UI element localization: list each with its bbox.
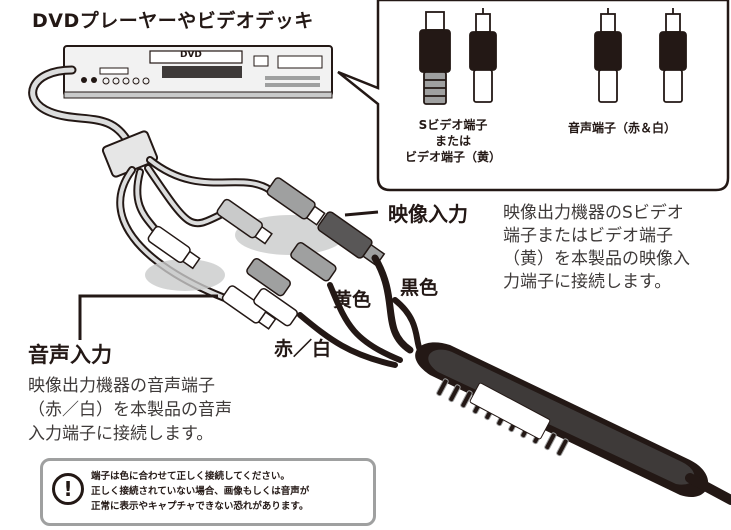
yellow-cable-tag: 黄色 bbox=[333, 289, 372, 311]
audio-desc-line: 映像出力機器の音声端子 bbox=[28, 376, 215, 396]
red-white-cable-tag: 赤／白 bbox=[274, 338, 332, 360]
warning-box: ! 端子は色に合わせて正しく接続してください。 正しく接続されていない場合、画像… bbox=[40, 458, 376, 526]
warning-line: 正常に表示やキャプチャできない恐れがあります。 bbox=[91, 501, 309, 512]
video-desc-line: 端子またはビデオ端子 bbox=[503, 226, 673, 246]
video-desc-line: （黄）を本製品の映像入 bbox=[503, 249, 690, 269]
svideo-label-line: または bbox=[434, 134, 471, 148]
capture-device-illustration bbox=[415, 342, 731, 505]
video-desc-line: 力端子に接続します。 bbox=[503, 272, 672, 292]
audio-input-description: 映像出力機器の音声端子 （赤／白）を本製品の音声 入力端子に接続します。 bbox=[28, 374, 273, 446]
video-input-heading: 映像入力 bbox=[388, 202, 468, 226]
audio-connector-label: 音声端子（赤＆白） bbox=[568, 121, 677, 135]
dvd-label: DVD bbox=[180, 50, 202, 60]
audio-desc-line: 入力端子に接続します。 bbox=[28, 424, 214, 444]
warning-line: 端子は色に合わせて正しく接続してください。 bbox=[91, 471, 290, 482]
warning-line: 正しく接続されていない場合、画像もしくは音声が bbox=[91, 486, 310, 497]
page-title: DVDプレーヤーやビデオデッキ bbox=[32, 10, 314, 32]
svideo-connector-label: Sビデオ端子 または ビデオ端子（黄） bbox=[388, 117, 518, 165]
audio-input-heading: 音声入力 bbox=[28, 343, 112, 367]
warning-text: 端子は色に合わせて正しく接続してください。 正しく接続されていない場合、画像もし… bbox=[91, 469, 371, 514]
exclamation-icon: ! bbox=[52, 473, 84, 505]
svideo-label-line: ビデオ端子（黄） bbox=[404, 150, 501, 164]
video-desc-line: 映像出力機器のSビデオ bbox=[503, 203, 684, 223]
black-cable-tag: 黒色 bbox=[400, 277, 439, 299]
cable-splitter bbox=[101, 130, 159, 178]
audio-desc-line: （赤／白）を本製品の音声 bbox=[28, 400, 232, 420]
dvd-player-illustration bbox=[63, 45, 333, 99]
svideo-label-line: Sビデオ端子 bbox=[418, 118, 488, 132]
video-input-description: 映像出力機器のSビデオ 端子またはビデオ端子 （黄）を本製品の映像入 力端子に接… bbox=[503, 202, 731, 294]
connector-icons bbox=[419, 8, 687, 105]
